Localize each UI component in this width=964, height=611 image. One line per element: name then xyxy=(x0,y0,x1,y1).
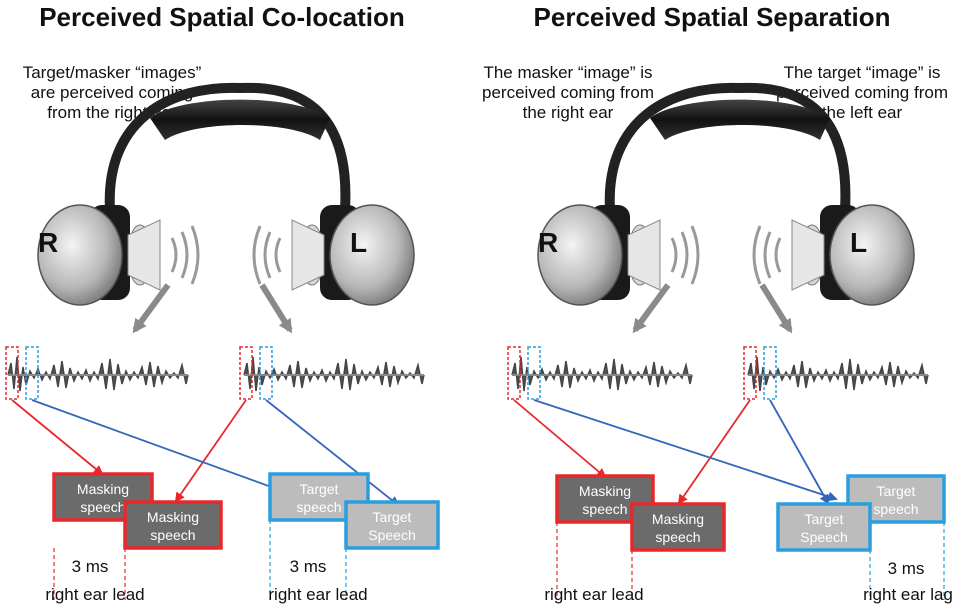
box-text: Speech xyxy=(368,527,415,543)
box-text: speech xyxy=(582,501,627,517)
ear-label-left: L xyxy=(350,227,367,258)
panel-co-location: Perceived Spatial Co-location Target/mas… xyxy=(5,2,440,604)
interval-label: 3 ms xyxy=(888,559,925,578)
target-onset-marker xyxy=(763,346,777,400)
target-onset-marker xyxy=(527,346,541,400)
note-line: The target “image” is xyxy=(784,63,941,82)
box-text: speech xyxy=(873,501,918,517)
box-text: Target xyxy=(300,481,339,497)
box-text: Target xyxy=(805,511,844,527)
interval-label: 3 ms xyxy=(290,557,327,576)
note-line: the left ear xyxy=(822,103,903,122)
panel-title: Perceived Spatial Co-location xyxy=(39,2,405,32)
caption-label: right ear lead xyxy=(268,585,367,604)
box-text: Speech xyxy=(800,529,847,545)
note-line: perceived coming from xyxy=(482,83,654,102)
note-target-left: The target “image” is perceived coming f… xyxy=(776,63,948,122)
box-text: Target xyxy=(877,483,916,499)
caption-label: right ear lead xyxy=(544,585,643,604)
box-text: Masking xyxy=(652,511,704,527)
note-line: The masker “image” is xyxy=(483,63,652,82)
masker-arrow-right xyxy=(513,399,607,479)
box-text: speech xyxy=(80,499,125,515)
note-both-right: Target/masker “images” are perceived com… xyxy=(23,63,202,122)
waveform-left-ear xyxy=(243,356,425,392)
target-arrow-right xyxy=(533,399,838,502)
box-text: Masking xyxy=(579,483,631,499)
note-line: the right ear xyxy=(523,103,614,122)
interval-label: 3 ms xyxy=(72,557,109,576)
target-arrow-left xyxy=(265,399,400,507)
box-text: speech xyxy=(655,529,700,545)
gray-arrow-right-ear xyxy=(632,283,671,334)
box-text: Masking xyxy=(77,481,129,497)
panel-separation: Perceived Spatial Separation The masker … xyxy=(482,2,953,604)
masker-onset-marker xyxy=(743,346,757,400)
caption-label: right ear lag xyxy=(863,585,953,604)
masking-speech-box-2: Masking speech xyxy=(123,500,223,550)
target-onset-marker xyxy=(259,346,273,400)
masker-arrow-left xyxy=(677,399,751,505)
note-masker-right: The masker “image” is perceived coming f… xyxy=(482,63,654,122)
target-arrow-right xyxy=(31,399,298,498)
masker-onset-marker xyxy=(239,346,253,400)
gray-arrow-right-ear xyxy=(132,283,171,334)
masker-onset-marker xyxy=(5,346,19,400)
gray-arrow-left-ear xyxy=(259,283,293,334)
box-text: speech xyxy=(296,499,341,515)
masker-arrow-right xyxy=(11,399,104,476)
target-speech-box-2: Target Speech xyxy=(344,500,440,550)
waveform-right-ear xyxy=(7,356,189,392)
caption-label: right ear lead xyxy=(45,585,144,604)
target-arrow-left xyxy=(769,399,829,505)
masking-speech-box-2: Masking speech xyxy=(630,502,726,552)
target-speech-box-2: Target Speech xyxy=(776,502,872,552)
note-line: perceived coming from xyxy=(776,83,948,102)
ear-label-right: R xyxy=(38,227,58,258)
ear-label-right: R xyxy=(538,227,558,258)
gray-arrow-left-ear xyxy=(759,283,793,334)
masking-speech-box-1: Masking speech xyxy=(52,472,154,522)
box-text: Masking xyxy=(147,509,199,525)
note-line: Target/masker “images” xyxy=(23,63,202,82)
waveform-left-ear xyxy=(747,356,929,392)
box-text: Target xyxy=(373,509,412,525)
panel-title: Perceived Spatial Separation xyxy=(534,2,891,32)
note-line: are perceived coming xyxy=(31,83,194,102)
ear-label-left: L xyxy=(850,227,867,258)
masker-arrow-left xyxy=(174,399,247,503)
masker-onset-marker xyxy=(507,346,521,400)
box-text: speech xyxy=(150,527,195,543)
target-onset-marker xyxy=(25,346,39,400)
waveform-right-ear xyxy=(511,356,693,392)
